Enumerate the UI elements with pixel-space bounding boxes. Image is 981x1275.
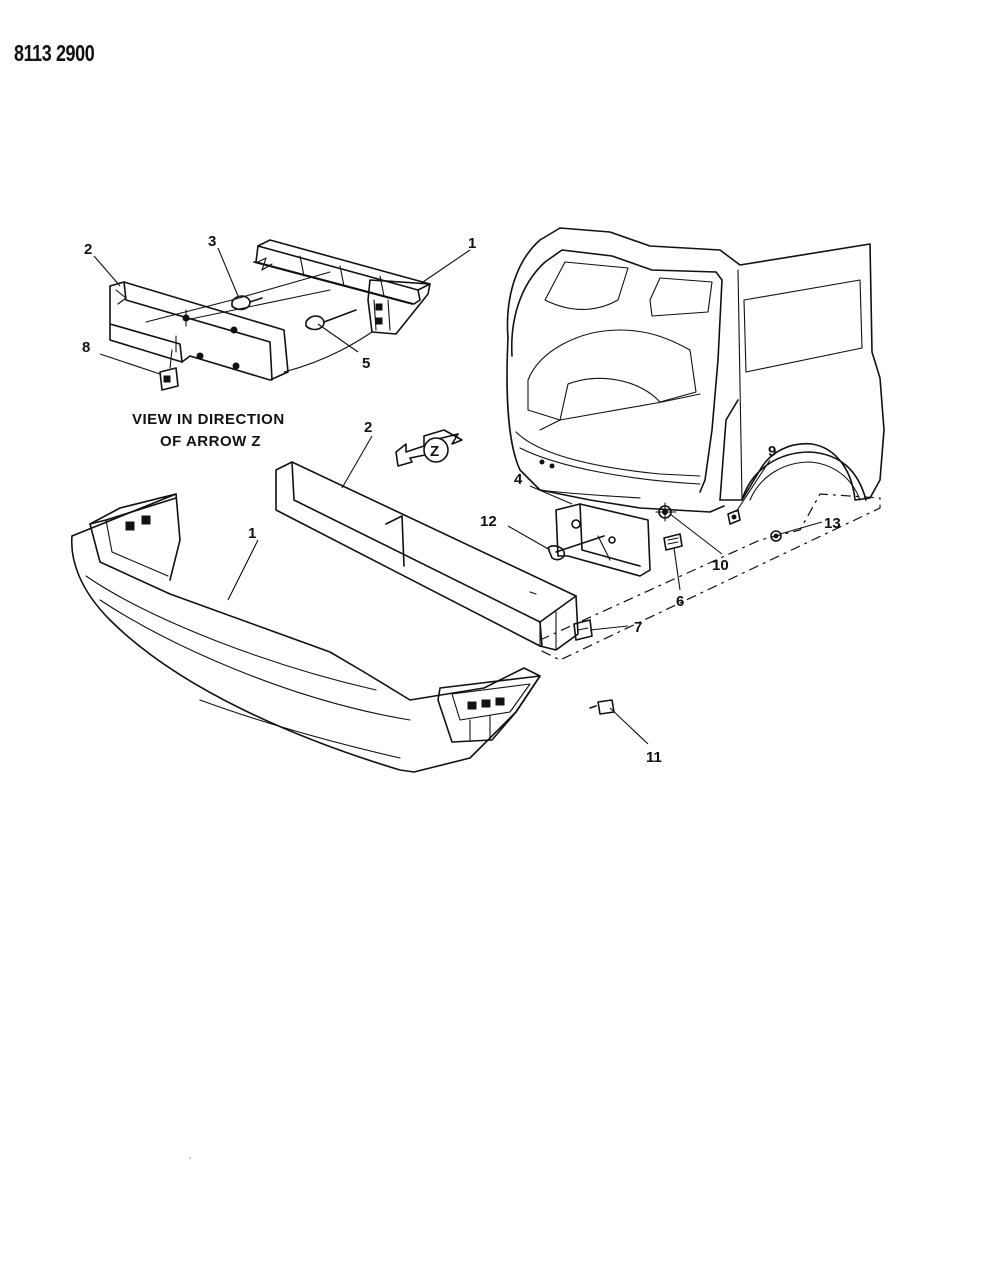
vehicle-rear-body [506,227,885,513]
fastener-11-icon [589,699,615,715]
callout-labels: 1 2 3 5 8 1 2 4 6 7 9 10 11 12 13 [82,233,841,766]
fastener-3-icon [231,295,263,311]
callout-main-13: 13 [824,515,841,532]
callout-main-4: 4 [514,471,523,488]
nut-13-icon [770,530,782,542]
caption-line-1: VIEW IN DIRECTION [132,411,285,428]
callout-inset-2: 2 [84,241,92,258]
callout-inset-5: 5 [362,355,370,372]
callout-inset-3: 3 [208,233,216,250]
callout-main-7: 7 [634,619,642,636]
inset-view [109,239,431,391]
callout-main-11: 11 [646,749,662,766]
clip-8-icon [159,349,179,391]
callout-main-10: 10 [712,557,729,574]
bolt-5-icon [305,309,357,331]
callout-main-12: 12 [480,513,497,530]
callout-inset-1: 1 [468,235,476,252]
scan-speck [189,1157,191,1159]
arrow-z-letter: Z [430,443,439,460]
bumper-fascia [70,493,541,773]
clip-9-icon [727,509,741,525]
bolt-12-icon [547,535,605,561]
inset-caption: VIEW IN DIRECTION OF ARROW Z [132,411,285,450]
leader-lines [93,247,823,745]
callout-main-6: 6 [676,593,684,610]
callout-main-2: 2 [364,419,372,436]
nut-10-icon [655,502,677,522]
view-arrow-z: Z [395,429,463,467]
document-number: 8113 2900 [14,40,95,66]
caption-line-2: OF ARROW Z [160,433,261,450]
callout-main-1: 1 [248,525,256,542]
stud-6-icon [663,533,683,551]
callout-inset-8: 8 [82,339,90,356]
clip-7-icon [573,619,593,641]
bumper-mount-bracket [555,503,651,577]
callout-main-9: 9 [768,443,776,460]
mounting-plane-outline [539,493,881,661]
bumper-reinforcement-bar [275,461,579,651]
